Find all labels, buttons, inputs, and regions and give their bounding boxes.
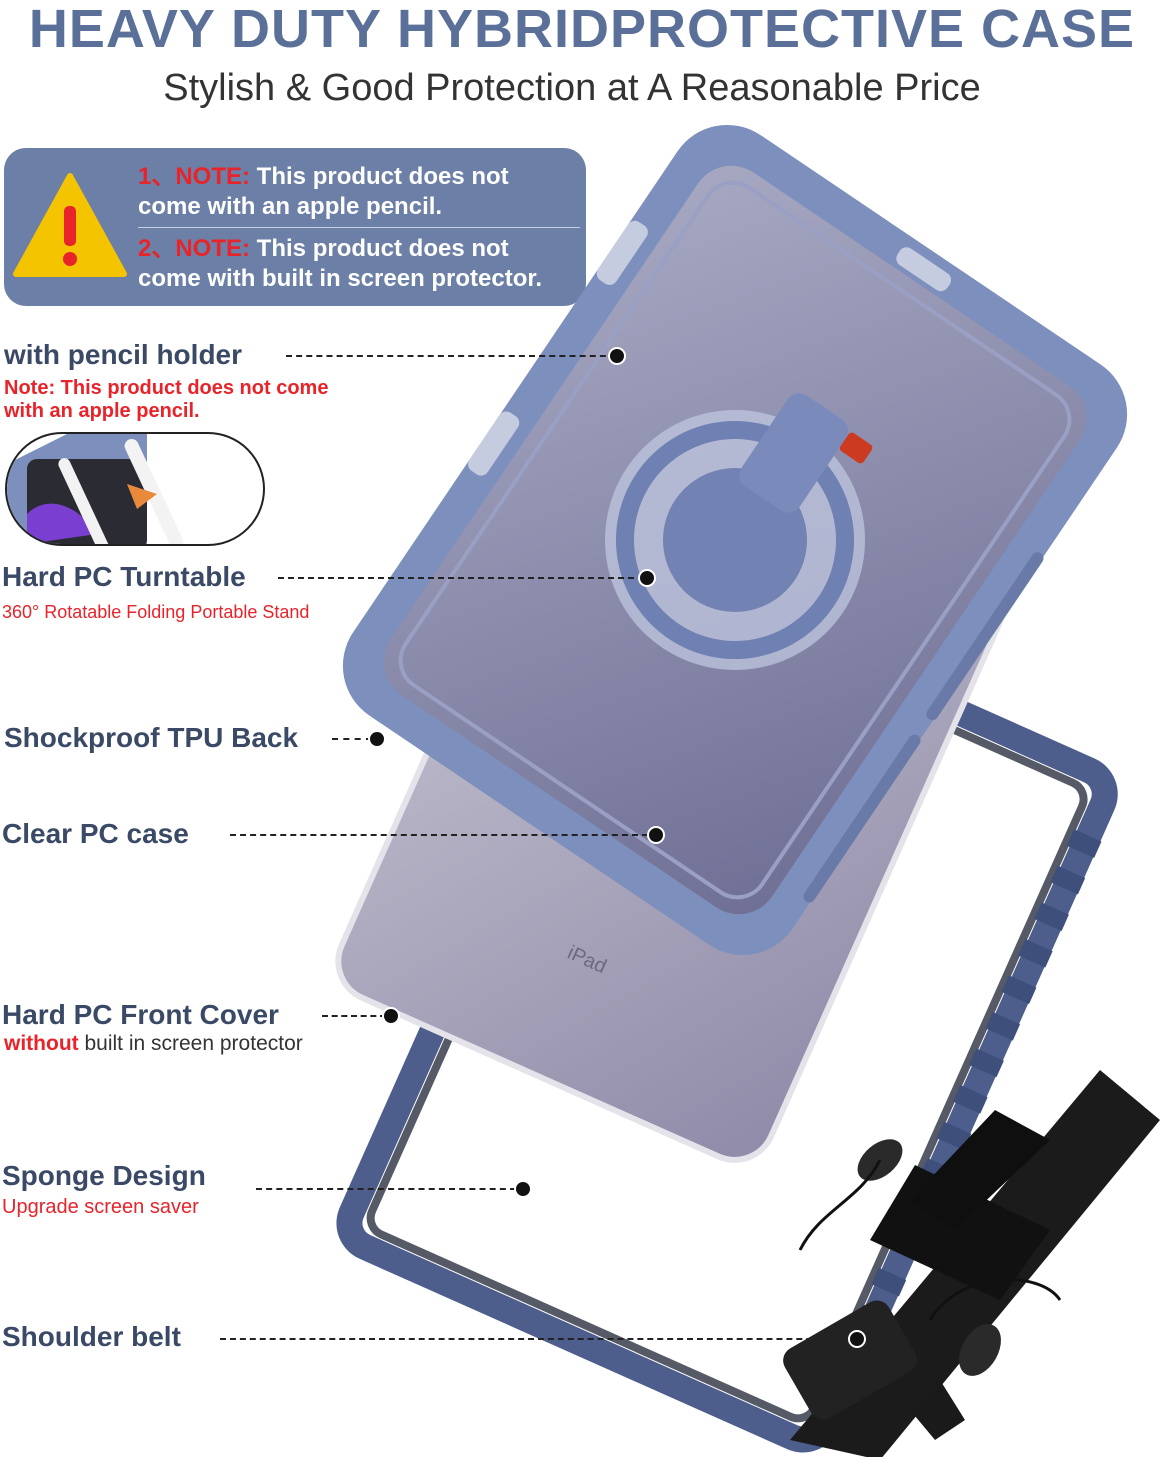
turntable-leader-line (278, 577, 644, 579)
feature-pencil-holder-label: with pencil holder (4, 339, 243, 370)
warning-triangle-icon (13, 173, 127, 277)
note-1-line-1: 1、NOTE: This product does not (138, 163, 509, 190)
front-cover-marker (382, 1007, 400, 1025)
pencil-holder-leader-line (286, 355, 616, 357)
pencil-holder-detail (7, 434, 184, 544)
pencil-holder-note-line-2: with an apple pencil. (4, 400, 200, 422)
sponge-leader-line (256, 1188, 516, 1190)
front-cover-leader-line (322, 1015, 386, 1017)
shoulder-belt-leader-line (220, 1338, 852, 1340)
feature-front-cover-label: Hard PC Front Cover (2, 999, 279, 1030)
clear-case-marker (647, 826, 665, 844)
pencil-holder-note-line-1: Note: This product does not come (4, 377, 329, 399)
feature-sponge-label: Sponge Design (2, 1160, 206, 1191)
note-box: 1、NOTE: This product does not come with … (4, 148, 586, 306)
shoulder-strap (783, 1070, 1160, 1457)
page-title: HEAVY DUTY HYBRIDPROTECTIVE CASE (28, 0, 1136, 59)
note-1-line-2: come with an apple pencil. (138, 193, 443, 220)
feature-turntable-label: Hard PC Turntable (2, 561, 246, 592)
clear-case-leader-line (230, 834, 648, 836)
page-subtitle: Stylish & Good Protection at A Reasonabl… (163, 67, 981, 109)
front-cover-note: without built in screen protector (4, 1032, 303, 1055)
turntable-note: 360° Rotatable Folding Portable Stand (2, 602, 310, 622)
main-case (342, 124, 1128, 956)
sponge-note: Upgrade screen saver (2, 1196, 199, 1218)
note-divider (138, 227, 580, 228)
feature-tpu-back-label: Shockproof TPU Back (4, 722, 299, 753)
shoulder-belt-marker (848, 1330, 866, 1348)
note-2-line-2: come with built in screen protector. (138, 265, 543, 292)
feature-clear-case-label: Clear PC case (2, 818, 189, 849)
note-2-line-1: 2、NOTE: This product does not (138, 235, 509, 262)
feature-shoulder-belt-label: Shoulder belt (2, 1321, 181, 1352)
pencil-holder-inset (5, 432, 265, 546)
pencil-holder-marker (608, 347, 626, 365)
tpu-back-leader-line (332, 738, 372, 740)
turntable-marker (638, 569, 656, 587)
tpu-back-marker (368, 730, 386, 748)
sponge-marker (514, 1180, 532, 1198)
